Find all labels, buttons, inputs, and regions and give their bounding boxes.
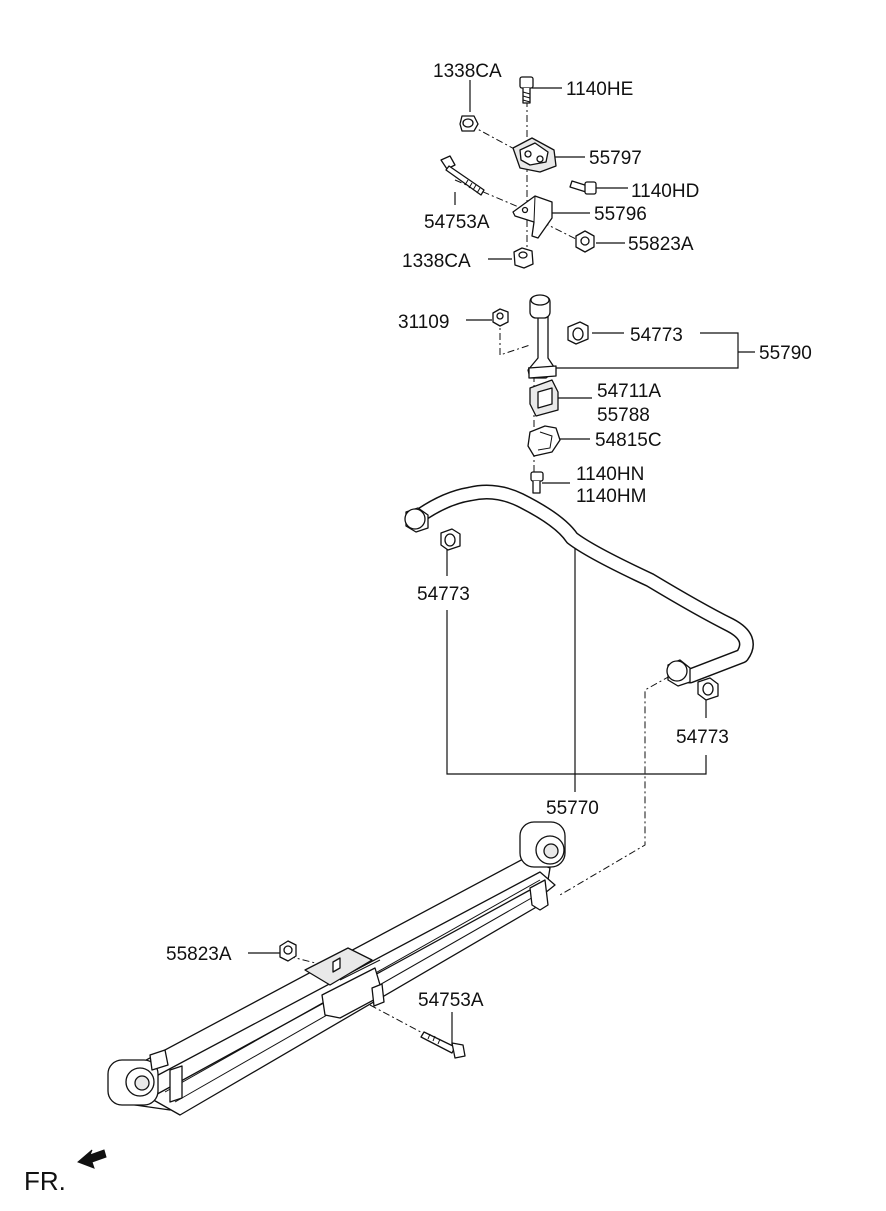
- label-55823a-bottom: 55823A: [166, 944, 232, 965]
- link-55790: [527, 294, 557, 379]
- label-54753a-bottom: 54753A: [418, 990, 484, 1011]
- front-direction-arrow-icon: [77, 1149, 107, 1169]
- clamp-54815c: [527, 425, 561, 457]
- label-55788: 55788: [597, 405, 650, 426]
- bolt-1140hd: [569, 180, 597, 195]
- label-1338ca-mid: 1338CA: [402, 251, 471, 272]
- bolt-54753a-top: [440, 155, 485, 196]
- label-54711a: 54711A: [597, 381, 661, 402]
- label-1140hd: 1140HD: [631, 181, 699, 202]
- label-55823a-top: 55823A: [628, 234, 694, 255]
- leader-lines: [248, 80, 755, 1045]
- bracket-55797: [512, 137, 557, 173]
- leaf-spring-assembly: [107, 821, 566, 1116]
- washer-1338ca-top: [459, 115, 479, 132]
- stabilizer-bar-55770: [404, 484, 754, 687]
- nut-1338ca-mid: [513, 247, 534, 269]
- bushing-54773-right: [697, 677, 719, 701]
- label-55796: 55796: [594, 204, 647, 225]
- bolt-1140he: [519, 76, 534, 104]
- nut-55823a-bottom: [279, 940, 297, 962]
- label-55797: 55797: [589, 148, 642, 169]
- label-54815c: 54815C: [595, 430, 662, 451]
- label-54773-left: 54773: [417, 584, 470, 605]
- label-55770: 55770: [546, 798, 599, 819]
- bushing-54773-left: [440, 528, 461, 551]
- label-55790: 55790: [759, 343, 812, 364]
- label-1338ca-top: 1338CA: [433, 61, 502, 82]
- label-54753a-top: 54753A: [424, 212, 490, 233]
- bolt-1140hn: [530, 471, 544, 494]
- part-labels: 1338CA 1140HE 55797 1140HD 54753A 55796 …: [24, 61, 812, 1196]
- label-1140hm: 1140HM: [576, 486, 646, 507]
- bolt-54753a-bottom: [420, 1031, 466, 1059]
- label-54773-right: 54773: [676, 727, 729, 748]
- nut-55823a-top: [575, 230, 595, 253]
- label-1140hn: 1140HN: [576, 464, 644, 485]
- nut-31109: [492, 308, 509, 327]
- front-direction-label: FR.: [24, 1166, 66, 1196]
- label-54773-top: 54773: [630, 325, 683, 346]
- bracket-55796: [512, 195, 553, 239]
- bushing-54773-top: [567, 321, 589, 345]
- bushing-54711a: [529, 379, 559, 417]
- label-1140he: 1140HE: [566, 79, 633, 100]
- label-31109: 31109: [398, 312, 449, 333]
